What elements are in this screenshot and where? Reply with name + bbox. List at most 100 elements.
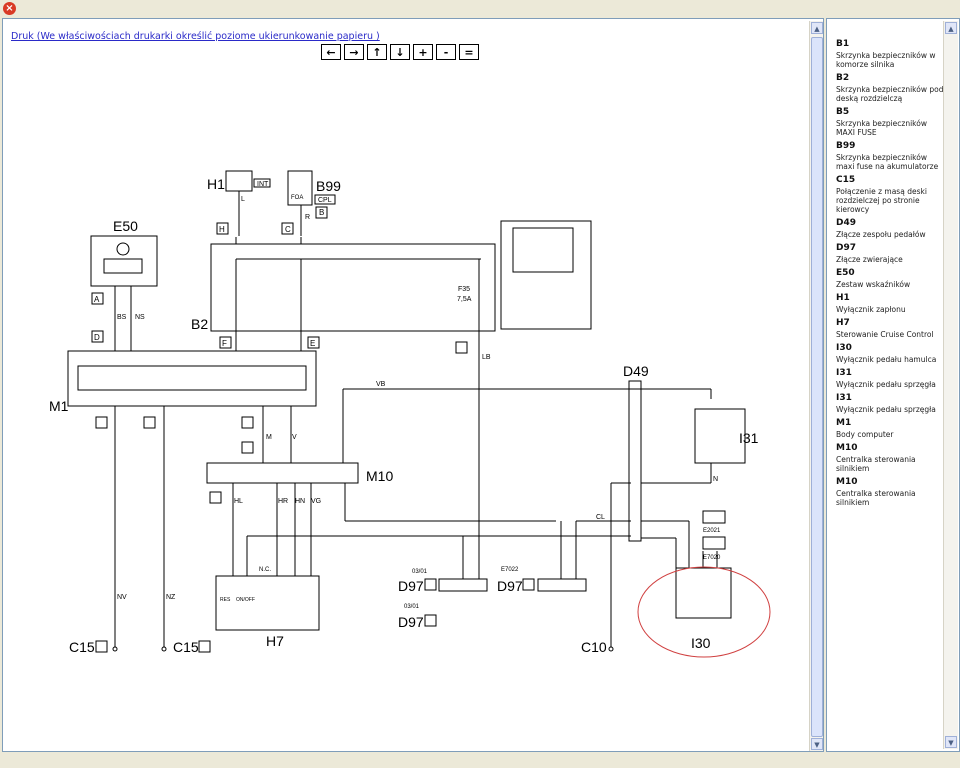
scroll-thumb[interactable] [811, 37, 823, 737]
i30-box [675, 567, 732, 619]
nav-toolbar: ← → ↑ ↓ + - = [321, 44, 479, 60]
wire-bs: BS [117, 314, 127, 321]
legend-code: C15 [836, 175, 856, 185]
legend-code: M10 [836, 477, 858, 487]
scroll-up-icon[interactable]: ▲ [945, 22, 957, 34]
arrow-right-button[interactable]: → [344, 44, 364, 60]
label-d97-c: D97 [398, 614, 424, 630]
legend-description: Skrzynka bezpieczników w komorze silnika [836, 51, 936, 69]
legend-code: D49 [836, 218, 856, 228]
legend-description: Body computer [836, 430, 894, 439]
legend-code: B99 [836, 141, 856, 151]
label-h7-onoff: ON/OFF [236, 597, 255, 603]
legend-code: D97 [836, 243, 856, 253]
label-c15-a: C15 [69, 639, 95, 655]
connector-h: H [219, 225, 225, 234]
wire-hr: HR [278, 498, 288, 505]
wire-ns: NS [135, 314, 145, 321]
legend-code: M10 [836, 443, 858, 453]
label-d97-a: D97 [497, 578, 523, 594]
legend-scrollbar[interactable]: ▲ ▼ [943, 21, 958, 749]
label-h7-res: RES [220, 597, 231, 603]
wiring-diagram: H1 INT B99 FOA CPL E50 B2 M1 M10 D49 I31… [49, 170, 771, 658]
m10-box [206, 462, 359, 484]
m1-box [67, 350, 317, 407]
e50-box [90, 235, 158, 287]
legend-description: Wyłącznik pedału hamulca [836, 355, 937, 364]
legend-description: Skrzynka bezpieczników maxi fuse na akum… [836, 153, 939, 171]
label-b99: B99 [316, 178, 341, 194]
diagram-scrollbar[interactable]: ▲ ▼ [809, 21, 823, 751]
label-h7-nc: N.C. [259, 567, 271, 573]
legend-code: H1 [836, 293, 850, 303]
print-link[interactable]: Druk (We właściwościach drukarki określi… [11, 31, 380, 42]
legend-code: B2 [836, 73, 850, 83]
diagram-pane[interactable]: Druk (We właściwościach drukarki określi… [2, 18, 824, 752]
legend-code: B5 [836, 107, 850, 117]
legend-description: Połączenie z masą deski rozdzielczej po … [836, 187, 927, 214]
label-e50: E50 [113, 218, 138, 234]
label-m1: M1 [49, 398, 69, 414]
close-icon[interactable]: × [3, 2, 16, 15]
wire-vg: VG [311, 498, 321, 505]
zoom-in-button[interactable]: + [413, 44, 433, 60]
legend-code: I31 [836, 393, 852, 403]
wire-lb: LB [482, 354, 491, 361]
wire-nz: NZ [166, 594, 176, 601]
label-foa: FOA [291, 195, 303, 201]
legend-code: M1 [836, 418, 852, 428]
cpl-box [314, 194, 336, 205]
legend-description: Centralka sterowania silnikiem [836, 489, 916, 507]
legend-description: Skrzynka bezpieczników MAXI FUSE [836, 119, 927, 137]
int-box [253, 178, 271, 188]
label-i30: I30 [691, 635, 711, 651]
legend-code: H7 [836, 318, 850, 328]
legend-code: B1 [836, 39, 850, 49]
arrow-left-button[interactable]: ← [321, 44, 341, 60]
wire-hn: HN [295, 498, 305, 505]
label-c10: C10 [581, 639, 607, 655]
connector-c: C [285, 225, 291, 234]
wire-hl: HL [234, 498, 243, 505]
zoom-out-button[interactable]: - [436, 44, 456, 60]
connector-b: B [319, 208, 324, 217]
label-e7020: E7020 [703, 555, 721, 561]
legend-code: I30 [836, 343, 852, 353]
legend-description: Skrzynka bezpieczników pod deską rozdzie… [836, 85, 944, 103]
arrow-up-button[interactable]: ↑ [367, 44, 387, 60]
scroll-down-icon[interactable]: ▼ [945, 736, 957, 748]
legend-description: Wyłącznik pedału sprzęgła [836, 380, 936, 389]
legend-description: Złącze zwierające [836, 255, 903, 264]
scroll-down-icon[interactable]: ▼ [811, 738, 823, 750]
label-d97-b-sub: 03/01 [412, 569, 428, 575]
d97-a-connector [537, 578, 587, 592]
legend-description: Złącze zespołu pedałów [836, 230, 926, 239]
label-d97-b: D97 [398, 578, 424, 594]
wire-vb: VB [376, 381, 386, 388]
label-b2: B2 [191, 316, 208, 332]
wire-l: L [241, 196, 245, 203]
label-h7: H7 [266, 633, 284, 649]
label-e7022: E7022 [501, 567, 519, 573]
title-bar: × [0, 0, 960, 18]
legend-description: Wyłącznik pedału sprzęgła [836, 405, 936, 414]
legend-description: Centralka sterowania silnikiem [836, 455, 916, 473]
b2-inset [500, 220, 592, 330]
legend-description: Sterowanie Cruise Control [836, 330, 934, 339]
arrow-down-button[interactable]: ↓ [390, 44, 410, 60]
wire-cl: CL [596, 514, 605, 521]
wire-nv: NV [117, 594, 127, 601]
label-d49: D49 [623, 363, 649, 379]
zoom-reset-button[interactable]: = [459, 44, 479, 60]
label-i31: I31 [739, 430, 759, 446]
b2-box [210, 243, 496, 332]
h1-box [225, 170, 253, 192]
scroll-up-icon[interactable]: ▲ [811, 22, 823, 34]
wire-r: R [305, 214, 310, 221]
label-d97-c-sub: 03/01 [404, 604, 420, 610]
wire-v: V [292, 434, 297, 441]
d49-bar [628, 380, 642, 542]
label-c15-b: C15 [173, 639, 199, 655]
